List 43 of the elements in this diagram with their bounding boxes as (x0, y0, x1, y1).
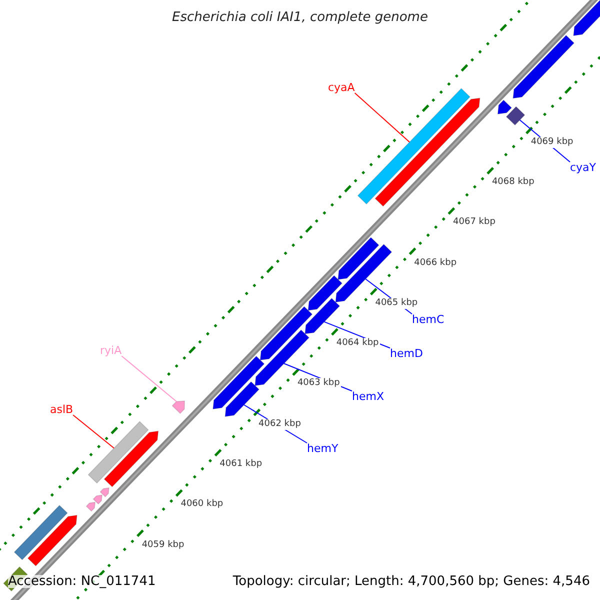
scale-label: 4063 kbp (296, 378, 341, 390)
scale-label: 4061 kbp (218, 459, 264, 470)
scale-label: 4059 kbp (140, 540, 186, 551)
gene-feature (573, 0, 600, 36)
gene-feature (27, 514, 78, 566)
scale-label: 4069 kbp (530, 136, 574, 148)
scale-label: 4066 kbp (413, 258, 458, 269)
gene-feature (308, 275, 343, 311)
gene-feature (224, 381, 260, 417)
gene-feature (338, 236, 380, 280)
scale-label: 4060 kbp (180, 499, 224, 510)
leader-line (121, 356, 177, 402)
gene-label: aslB (50, 404, 74, 415)
gene-label: hemX (352, 391, 384, 402)
gene-feature (92, 494, 103, 505)
scale-label: 4065 kbp (374, 298, 419, 309)
footer-text: Accession: NC_011741 (8, 575, 156, 588)
gene-label: hemY (307, 443, 338, 454)
gene-diamond (506, 106, 526, 126)
scale-label: 4067 kbp (452, 217, 496, 228)
gene-feature (100, 487, 110, 498)
gene-feature (172, 400, 185, 414)
scale-label: 4064 kbp (335, 338, 380, 350)
gene-label: hemC (412, 314, 444, 325)
footer-text: Topology: circular; Length: 4,700,560 bp; Genes: 4,546 (232, 575, 590, 588)
scale-label: 4068 kbp (490, 177, 536, 188)
map-title: Escherichia coli IAI1, complete genome (171, 11, 429, 24)
leader-line (354, 92, 410, 143)
gene-feature (86, 502, 96, 512)
gene-feature (104, 430, 159, 488)
gene-label: ryiA (100, 345, 122, 356)
gene-feature (512, 34, 575, 99)
gene-feature (374, 98, 480, 207)
gene-feature (497, 100, 512, 114)
gene-bar (357, 88, 470, 205)
gene-bar (88, 420, 149, 484)
gene-label: cyaY (570, 162, 596, 173)
scale-label: 4062 kbp (258, 418, 302, 430)
gene-label: hemD (390, 348, 423, 359)
leader-line (72, 414, 114, 449)
gene-label: cyaA (328, 82, 355, 93)
gene-bar (14, 504, 68, 560)
gene-feature (304, 298, 340, 334)
